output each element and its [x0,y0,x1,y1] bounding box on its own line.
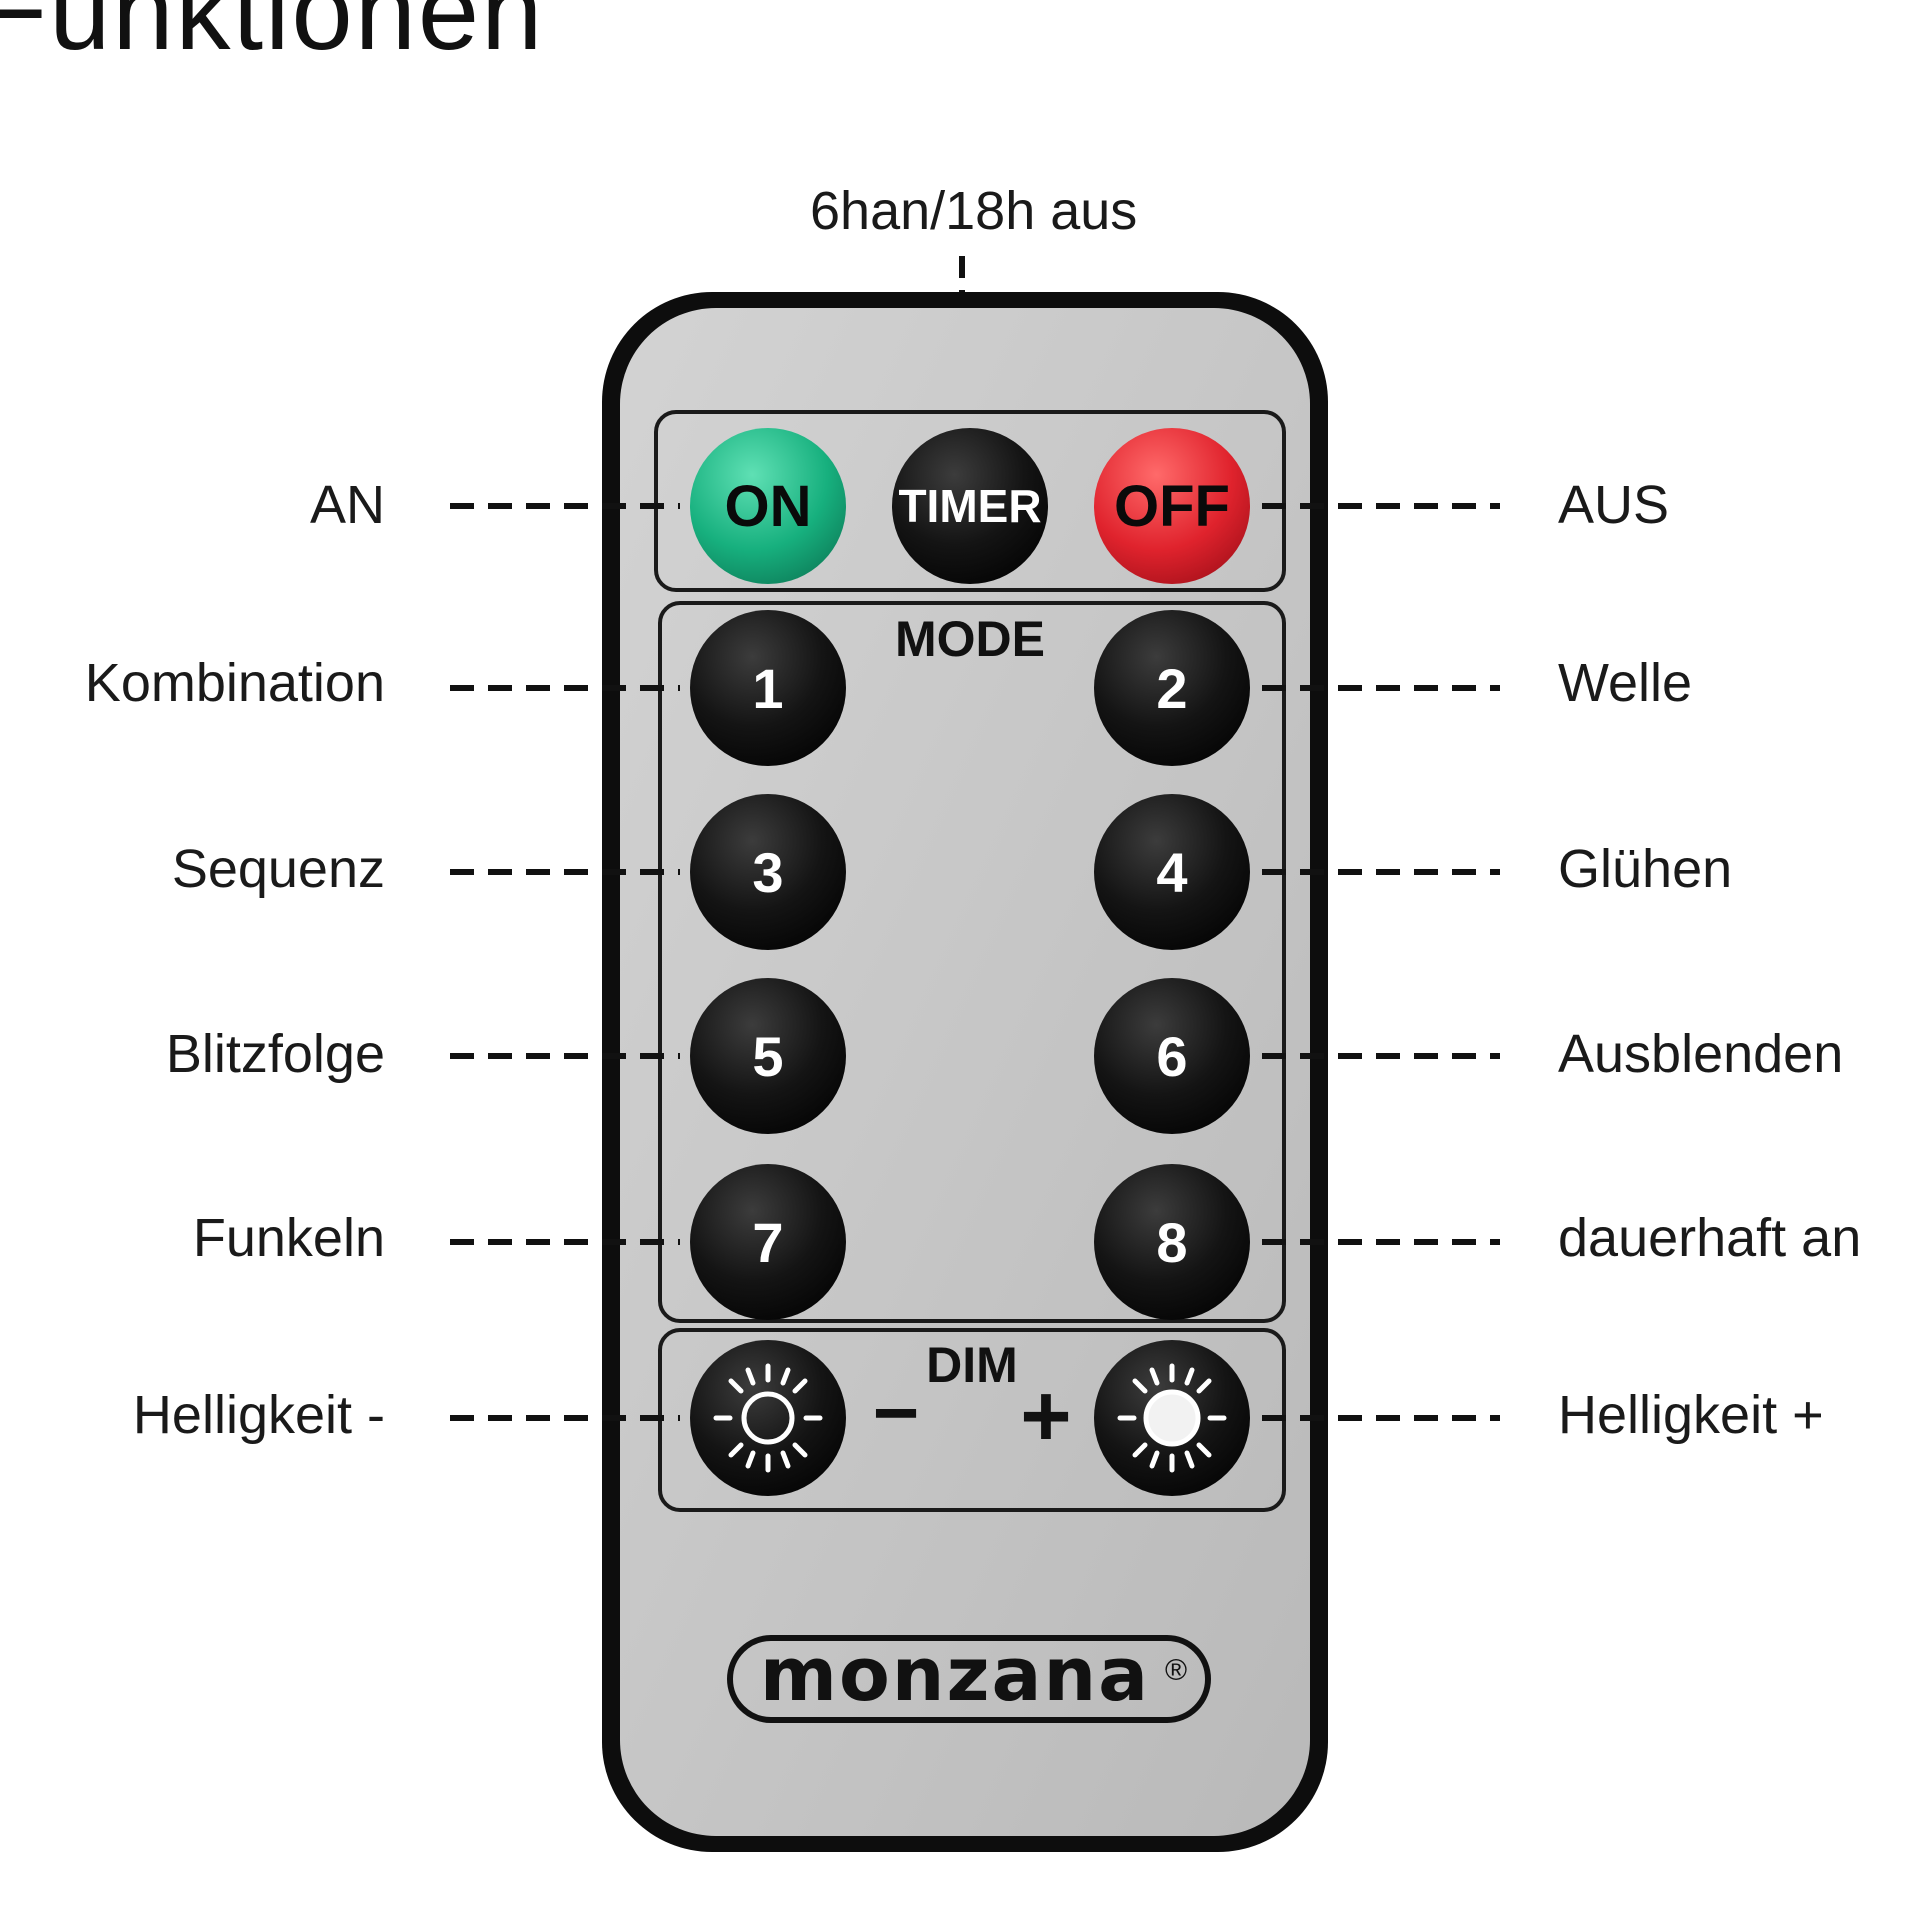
mode-button-7-label: 7 [752,1211,783,1274]
timer-button[interactable]: TIMER [892,428,1048,584]
timer-callout: 6han/18h aus [810,181,1138,241]
callout-gluehen: Glühen [1558,839,1733,899]
dim-down-button[interactable] [690,1340,846,1496]
mode-button-2-label: 2 [1156,657,1187,720]
mode-button-1-label: 1 [752,657,783,720]
mode-button-8[interactable]: 8 [1094,1164,1250,1320]
on-button-label: ON [725,474,812,539]
left-leader-lines [450,503,680,1421]
callout-aus: AUS [1558,475,1670,535]
monzana-logo: monzana ® [727,1632,1211,1723]
mode-button-1[interactable]: 1 [690,610,846,766]
power-section-frame [654,410,1286,592]
mode-button-6-label: 6 [1156,1025,1187,1088]
callout-kombination: Kombination [84,653,385,713]
off-button[interactable]: OFF [1094,428,1250,584]
dim-section-label: DIM [926,1337,1018,1393]
on-button[interactable]: ON [690,428,846,584]
right-leader-lines [1262,503,1500,1421]
brand-registered-mark: ® [1165,1654,1187,1687]
page-title: Funktionen [0,0,545,73]
mode-button-2[interactable]: 2 [1094,610,1250,766]
mode-button-6[interactable]: 6 [1094,978,1250,1134]
dim-plus-symbol: + [1020,1366,1071,1465]
dim-minus-symbol: − [873,1368,920,1457]
callout-ausblenden: Ausblenden [1558,1024,1844,1084]
callout-blitzfolge: Blitzfolge [165,1024,385,1084]
sun-dim-icon [713,1363,823,1473]
callout-welle: Welle [1558,653,1693,713]
mode-button-4[interactable]: 4 [1094,794,1250,950]
mode-button-5[interactable]: 5 [690,978,846,1134]
sun-bright-icon [1117,1363,1227,1473]
mode-button-3-label: 3 [752,841,783,904]
callout-helligkeit-plus: Helligkeit + [1558,1385,1824,1445]
mode-section-label: MODE [895,611,1045,667]
dim-up-button[interactable] [1094,1340,1250,1496]
mode-button-7[interactable]: 7 [690,1164,846,1320]
callout-sequenz: Sequenz [171,839,385,899]
mode-button-5-label: 5 [752,1025,783,1088]
callout-dauerhaft-an: dauerhaft an [1558,1208,1862,1268]
mode-button-8-label: 8 [1156,1211,1187,1274]
timer-button-label: TIMER [898,480,1041,532]
off-button-label: OFF [1114,474,1230,539]
mode-button-4-label: 4 [1156,841,1187,904]
callout-helligkeit-minus: Helligkeit - [132,1385,385,1445]
mode-section-frame [658,601,1286,1323]
callout-funkeln: Funkeln [192,1208,385,1268]
callout-an: AN [309,475,385,535]
mode-button-3[interactable]: 3 [690,794,846,950]
brand-name: monzana [760,1632,1150,1718]
